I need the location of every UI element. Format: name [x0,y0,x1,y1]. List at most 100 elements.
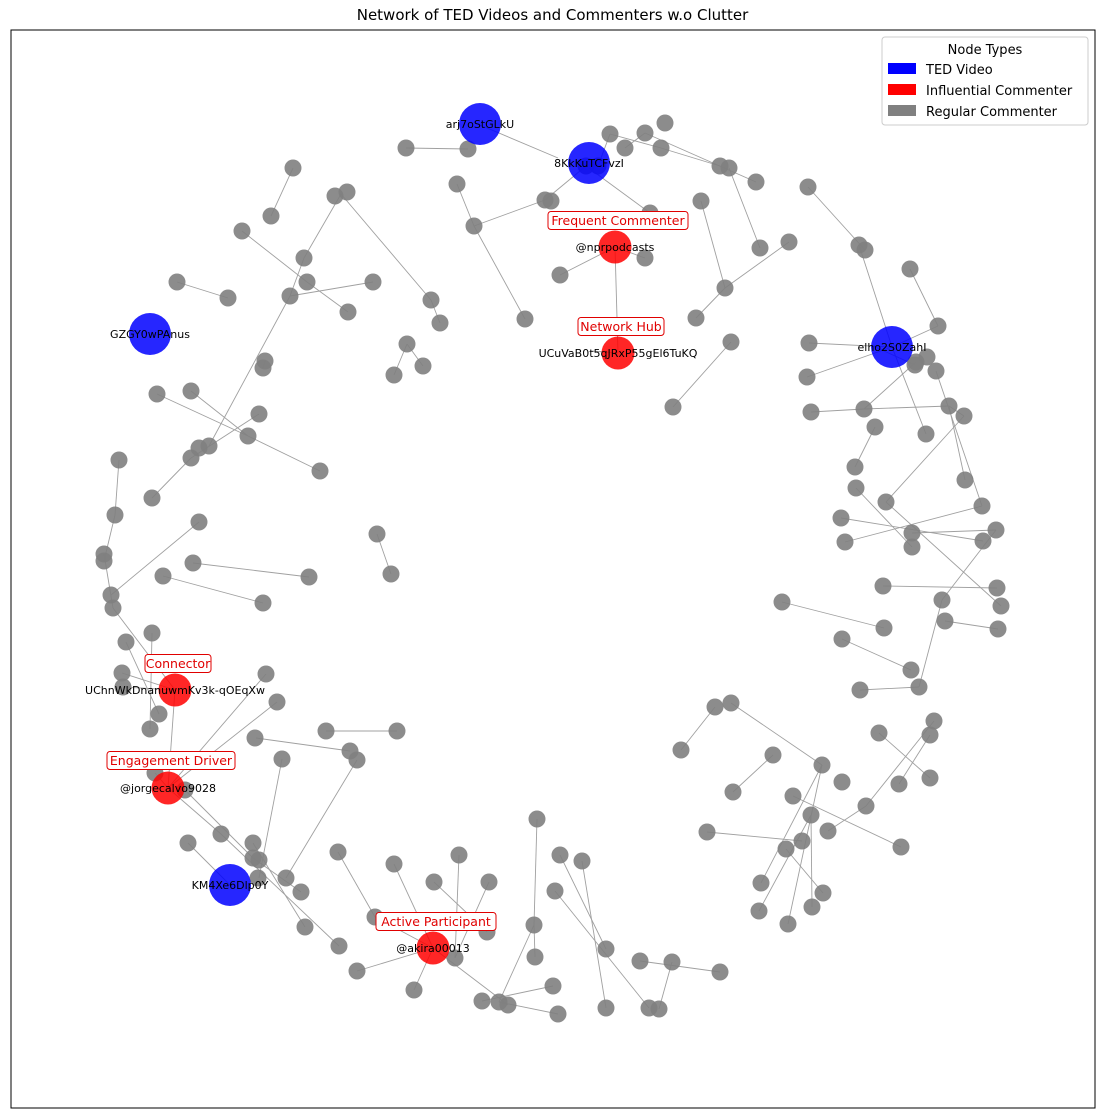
regular-commenter-node [777,840,795,858]
regular-commenter-node [973,497,991,515]
regular-commenter-node [813,756,831,774]
regular-commenter-node [329,843,347,861]
regular-commenter-node [722,333,740,351]
node-label: KM4Xe6Dlp0Y [192,879,269,892]
regular-commenter-node [722,694,740,712]
annotation-box [375,912,497,931]
regular-commenter-node [431,314,449,332]
edge [114,459,120,516]
legend-label-influential: Influential Commenter [926,84,1073,99]
edge-layer [103,124,1002,1015]
regular-commenter-node [295,249,313,267]
edge [660,147,721,167]
regular-commenter-node [846,458,864,476]
edge [700,200,726,289]
regular-commenter-node [546,882,564,900]
edge [498,924,535,1003]
regular-commenter-node [802,403,820,421]
edge [208,295,291,447]
regular-commenter-node [664,398,682,416]
edge [270,167,294,217]
regular-commenter-node [117,633,135,651]
regular-commenter-node [833,630,851,648]
edge [340,193,432,301]
regular-commenter-node [296,918,314,936]
regular-commenter-node [499,996,517,1014]
regular-commenter-node [711,963,729,981]
regular-commenter-node [892,838,910,856]
regular-commenter-node [459,140,477,158]
annotation-box [106,751,236,770]
regular-commenter-node [450,846,468,864]
regular-commenter-node [799,178,817,196]
regular-commenter-node [890,775,908,793]
regular-commenter-node [902,661,920,679]
regular-commenter-node [110,451,128,469]
edge [898,734,931,785]
annotation-label: Engagement Driver [110,753,233,768]
node-label: @jorgecalvo9028 [120,782,216,795]
regular-commenter-node [549,1005,567,1023]
regular-commenter-node [663,953,681,971]
regular-commenter-node [526,948,544,966]
regular-commenter-node [780,233,798,251]
regular-commenter-node [184,554,202,572]
edge [639,960,721,973]
regular-commenter-node [597,940,615,958]
annotation-box [577,317,665,336]
regular-commenter-node [800,334,818,352]
regular-commenter-node [233,222,251,240]
edge [785,848,824,894]
regular-commenter-node [903,524,921,542]
legend-swatch-influential [888,84,916,95]
edge [184,789,254,859]
ted-video-node-GZGY0wPAnus [129,313,171,355]
regular-commenter-node [348,751,366,769]
node-label: @nprpodcasts [576,241,655,254]
edge [241,230,308,283]
edge [724,241,790,289]
annotation-label: Connector [146,656,211,671]
regular-commenter-node [102,586,120,604]
regular-commenter-node [764,746,782,764]
edge [882,585,998,589]
regular-commenter-node [857,797,875,815]
regular-commenter-node [249,869,267,887]
regular-commenter-node [542,192,560,210]
edge [758,814,812,912]
edge [285,759,358,879]
edge [220,833,340,947]
regular-commenter-node [784,787,802,805]
regular-commenter-node [933,591,951,609]
legend-swatch-regular [888,105,916,116]
regular-commenter-node [698,823,716,841]
regular-commenter-node [298,273,316,291]
regular-commenter-node [866,418,884,436]
edge [156,393,249,437]
regular-commenter-node [833,773,851,791]
edge [581,860,607,1009]
plot-frame [10,29,1096,1109]
edge [533,818,538,926]
regular-commenter-node [368,525,386,543]
regular-commenter-node [906,356,924,374]
annotation-box [547,211,689,230]
regular-commenter-node [473,992,491,1010]
edge [609,133,662,149]
regular-commenter-node [851,681,869,699]
regular-commenter-node [397,139,415,157]
regular-commenter-node [448,175,466,193]
edge [112,607,176,691]
regular-commenter-node [636,124,654,142]
regular-commenter-node [212,825,230,843]
regular-commenter-node [636,249,654,267]
regular-commenter-node [104,599,122,617]
regular-commenter-node [819,822,837,840]
regular-commenter-node [244,834,262,852]
edge [918,599,943,688]
regular-commenter-node [150,705,168,723]
regular-commenter-node [348,962,366,980]
regular-commenter-node [398,335,416,353]
edge [176,281,229,299]
